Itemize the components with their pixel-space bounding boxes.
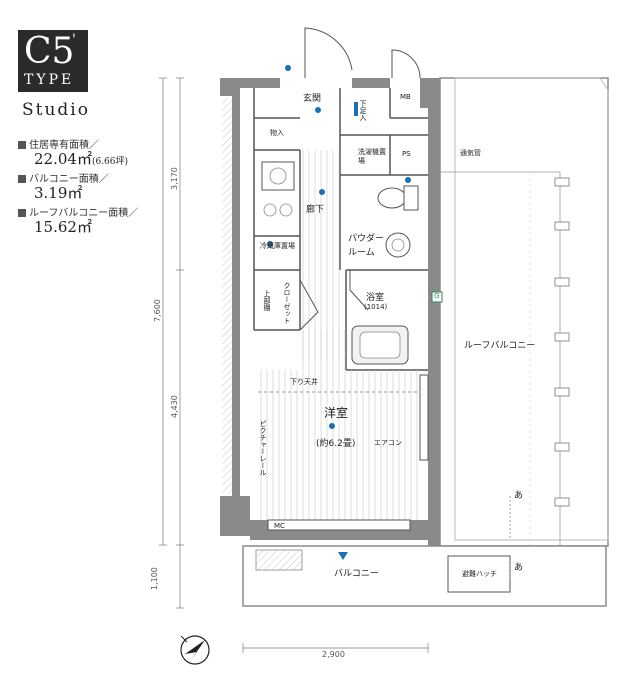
label-entrance: 玄関 bbox=[303, 94, 322, 104]
label-evac-hatch: 避難ハッチ bbox=[462, 570, 497, 578]
type-word: TYPE bbox=[24, 72, 75, 88]
balcony-area bbox=[242, 545, 607, 607]
entrance-door bbox=[304, 27, 421, 79]
label-western-room: 洋室 bbox=[324, 406, 349, 420]
label-closet: クローゼット bbox=[283, 282, 291, 324]
spec-label-roof: ルーフバルコニー面積／ bbox=[18, 204, 138, 219]
label-ac: エアコン bbox=[374, 439, 402, 447]
spec-label-exclusive: 住居専有面積／ bbox=[18, 136, 99, 151]
spec-label-balcony: バルコニー面積／ bbox=[18, 170, 109, 185]
label-marker-a1: あ bbox=[514, 491, 524, 501]
dim-lower: 4,430 bbox=[170, 395, 179, 418]
spec-value-balcony: 3.19㎡ bbox=[34, 184, 83, 202]
type-letter: C5 bbox=[24, 31, 75, 72]
label-storage: 物入 bbox=[270, 129, 284, 137]
bathtub-icon bbox=[351, 325, 409, 365]
label-bathroom-size: (1014) bbox=[364, 303, 388, 311]
plan-name: Studio bbox=[22, 100, 90, 120]
spec-value-roof: 15.62㎡ bbox=[34, 218, 92, 236]
label-upper-shelf: 上部棚 bbox=[263, 290, 271, 311]
label-roof-balcony: ルーフバルコニー bbox=[464, 341, 536, 351]
dim-width: 2,900 bbox=[322, 650, 345, 659]
label-bathroom: 浴室 bbox=[366, 293, 385, 303]
label-air-vent: 通気管 bbox=[460, 149, 481, 157]
label-g: G bbox=[434, 292, 440, 300]
roof-balcony-area bbox=[439, 77, 609, 547]
compass-icon bbox=[180, 635, 210, 665]
label-mc: MC bbox=[274, 522, 285, 530]
label-shoe-box: 下足入 bbox=[359, 100, 367, 121]
evacuation-hatch-icon bbox=[447, 555, 511, 593]
dimension-lines bbox=[159, 77, 429, 653]
label-fridge: 冷蔵庫置場 bbox=[260, 242, 295, 250]
dim-balcony-depth: 1,100 bbox=[150, 567, 159, 590]
type-badge: C5 ' TYPE bbox=[18, 30, 88, 92]
dim-upper: 3,170 bbox=[170, 167, 179, 190]
spec-value-exclusive: 22.04㎡(6.66坪) bbox=[34, 150, 129, 168]
sink-icon bbox=[385, 232, 411, 258]
label-powder-room: パウダールーム bbox=[348, 234, 385, 258]
dim-total: 7,600 bbox=[153, 299, 162, 322]
label-mb: MB bbox=[400, 93, 411, 101]
label-laundry: 洗濯機置場 bbox=[358, 148, 386, 165]
label-picture-rail: ピクチャーレール bbox=[259, 420, 267, 476]
label-ps: PS bbox=[402, 150, 411, 158]
label-western-size: (約6.2畳) bbox=[316, 439, 356, 449]
label-balcony: バルコニー bbox=[334, 569, 379, 579]
label-corridor: 廊下 bbox=[306, 205, 325, 215]
label-down-beam: 下り天井 bbox=[290, 378, 318, 386]
label-marker-a2: あ bbox=[514, 563, 524, 573]
walls bbox=[220, 78, 440, 546]
type-mark: ' bbox=[72, 32, 76, 48]
toilet-icon bbox=[377, 185, 419, 211]
